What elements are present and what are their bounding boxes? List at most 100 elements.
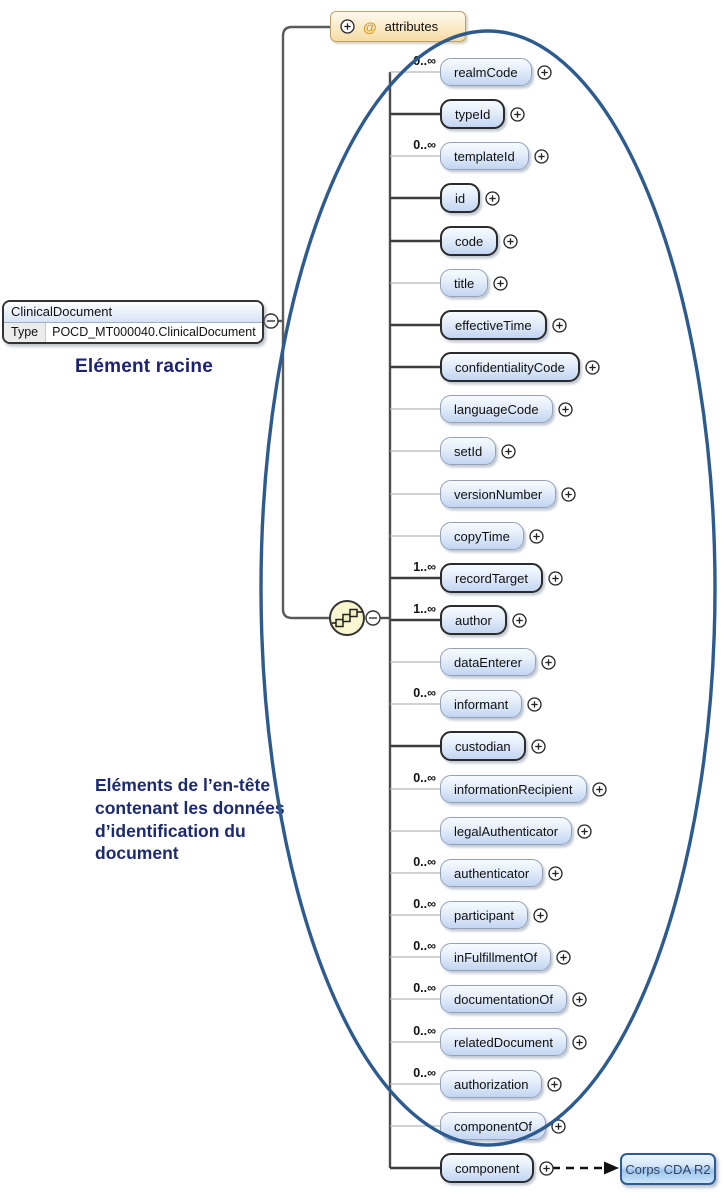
expand-plus-icon[interactable] [533,907,548,923]
element-row-id: id [390,183,500,213]
expand-plus-icon[interactable] [501,443,516,459]
at-symbol-icon: @ [363,18,377,35]
expand-plus-icon[interactable] [585,359,600,375]
element-box-relatedDocument[interactable]: relatedDocument [440,1028,567,1056]
root-element-box[interactable]: ClinicalDocument Type POCD_MT000040.Clin… [2,300,264,344]
attributes-box[interactable]: @ attributes [330,11,466,42]
element-row-versionNumber: versionNumber [390,480,576,508]
element-box-realmCode[interactable]: realmCode [440,58,532,86]
cardinality-label: 0..∞ [413,981,436,995]
cardinality-label: 0..∞ [413,54,436,68]
element-row-recordTarget: 1..∞ recordTarget [390,560,563,593]
expand-plus-icon[interactable] [485,190,500,206]
expand-plus-icon[interactable] [340,19,355,34]
element-label: code [455,233,484,249]
element-box-confidentialityCode[interactable]: confidentialityCode [440,352,580,382]
element-row-effectiveTime: effectiveTime [390,310,567,340]
expand-plus-icon[interactable] [541,654,556,670]
element-box-templateId[interactable]: templateId [440,142,529,170]
element-row-code: code [390,226,518,256]
expand-plus-icon[interactable] [551,317,567,333]
element-row-component: component [390,1153,554,1183]
expand-plus-icon[interactable] [539,1160,554,1176]
expand-plus-icon[interactable] [493,275,508,291]
element-box-effectiveTime[interactable]: effectiveTime [440,310,547,340]
element-label: templateId [454,148,515,164]
element-label: versionNumber [454,486,543,502]
element-box-documentationOf[interactable]: documentationOf [440,985,568,1013]
element-label: authorization [454,1076,529,1092]
expand-plus-icon[interactable] [534,148,549,164]
element-box-componentOf[interactable]: componentOf [440,1112,547,1140]
cardinality-label: 0..∞ [413,897,436,911]
expand-plus-icon[interactable] [510,106,526,122]
element-row-authorization: 0..∞ authorization [390,1066,563,1098]
element-label: authenticator [454,865,530,881]
element-box-setId[interactable]: setId [440,437,497,465]
expand-plus-icon[interactable] [536,64,552,80]
expand-plus-icon[interactable] [547,1076,563,1092]
expand-plus-icon[interactable] [512,612,527,628]
element-box-component[interactable]: component [440,1153,535,1183]
element-row-custodian: custodian [390,731,546,761]
element-label: id [455,190,466,206]
element-box-authenticator[interactable]: authenticator [440,859,544,887]
element-box-recordTarget[interactable]: recordTarget [440,563,543,593]
element-box-typeId[interactable]: typeId [440,99,506,129]
element-label: dataEnterer [454,654,522,670]
element-box-authorization[interactable]: authorization [440,1070,543,1098]
element-label: componentOf [454,1118,533,1134]
expand-plus-icon[interactable] [577,823,592,839]
element-row-languageCode: languageCode [390,395,573,423]
expand-plus-icon[interactable] [591,781,607,797]
attributes-label: attributes [384,19,439,34]
element-box-id[interactable]: id [440,183,481,213]
element-box-title[interactable]: title [440,269,489,297]
expand-plus-icon[interactable] [531,738,546,754]
cardinality-label: 0..∞ [413,855,436,869]
root-type-label: Type [4,323,47,342]
body-cda-box[interactable]: Corps CDA R2 [620,1153,716,1185]
element-box-dataEnterer[interactable]: dataEnterer [440,648,536,676]
expand-plus-icon[interactable] [561,486,576,502]
expand-plus-icon[interactable] [503,233,518,249]
element-box-participant[interactable]: participant [440,901,528,929]
expand-plus-icon[interactable] [551,1118,566,1134]
expand-plus-icon[interactable] [556,949,571,965]
arrowhead-icon [604,1161,619,1175]
element-label: component [455,1160,520,1176]
element-box-inFulfillmentOf[interactable]: inFulfillmentOf [440,943,552,971]
expand-plus-icon[interactable] [548,865,563,881]
expand-plus-icon[interactable] [527,696,542,712]
expand-plus-icon[interactable] [557,401,573,417]
expand-plus-icon[interactable] [572,991,587,1007]
element-row-legalAuthenticator: legalAuthenticator [390,817,592,845]
expand-plus-icon[interactable] [572,1034,587,1050]
element-label: legalAuthenticator [454,823,559,839]
element-row-informant: 0..∞ informant [390,686,542,718]
element-row-author: 1..∞ author [390,602,527,635]
element-label: title [454,275,475,291]
element-row-participant: 0..∞ participant [390,897,548,929]
element-row-title: title [390,269,508,297]
element-box-custodian[interactable]: custodian [440,731,526,761]
element-box-informationRecipient[interactable]: informationRecipient [440,775,587,803]
element-row-realmCode: 0..∞ realmCode [390,54,552,86]
cardinality-label: 1..∞ [413,560,436,574]
element-box-languageCode[interactable]: languageCode [440,395,553,423]
element-box-versionNumber[interactable]: versionNumber [440,480,557,508]
element-label: relatedDocument [454,1034,553,1050]
element-label: informant [454,696,509,712]
element-label: participant [454,907,514,923]
element-row-typeId: typeId [390,99,526,129]
element-box-informant[interactable]: informant [440,690,523,718]
element-label: languageCode [454,401,539,417]
expand-plus-icon[interactable] [529,528,544,544]
element-box-code[interactable]: code [440,226,499,256]
element-box-legalAuthenticator[interactable]: legalAuthenticator [440,817,573,845]
element-box-author[interactable]: author [440,605,507,635]
expand-plus-icon[interactable] [548,570,563,586]
element-box-copyTime[interactable]: copyTime [440,522,524,550]
root-element-name: ClinicalDocument [4,302,262,323]
